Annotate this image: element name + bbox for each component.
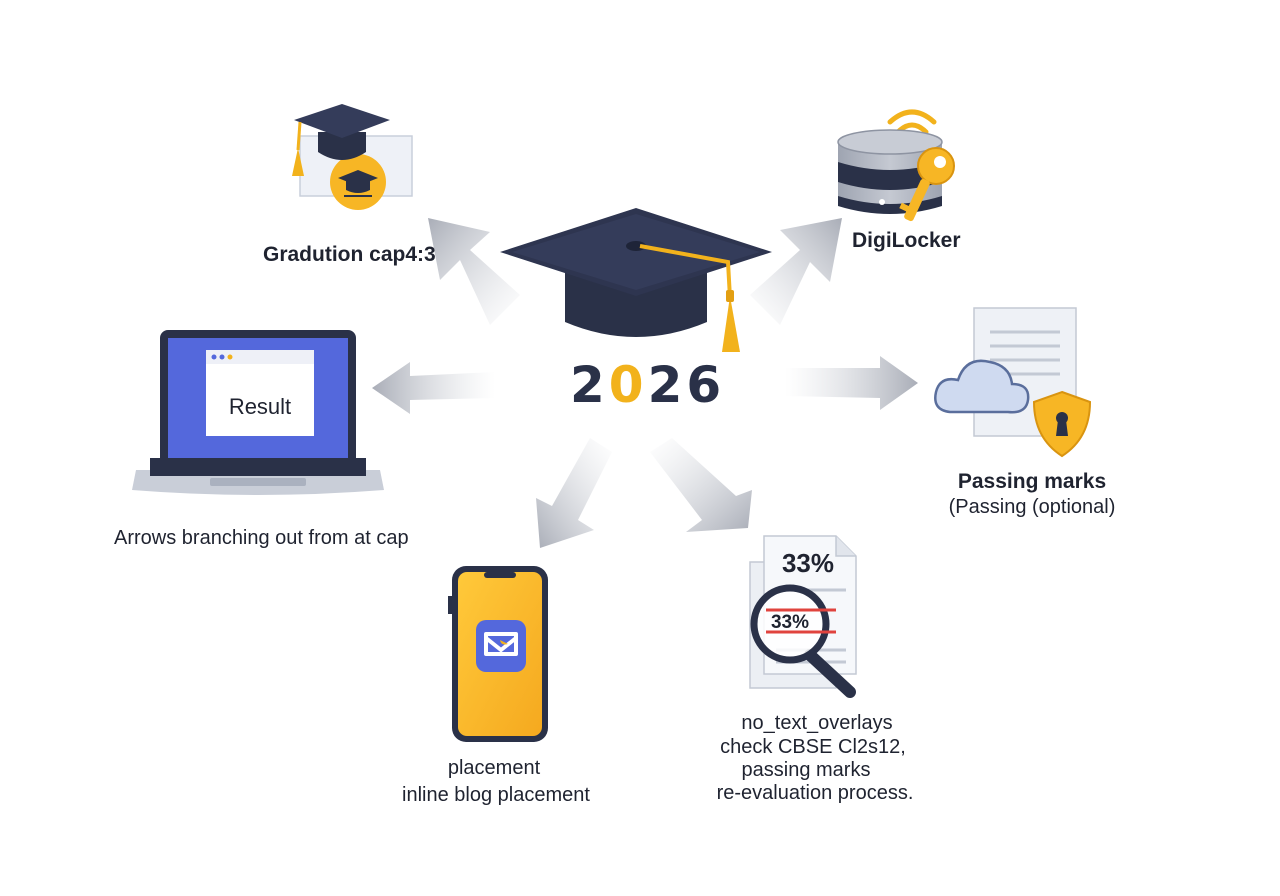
laptop-icon [132, 330, 384, 495]
label-bottom-right-1: no_text_overlays [741, 712, 893, 734]
label-top-left: Gradution cap4:3 [263, 243, 436, 266]
arrow-right [785, 356, 918, 410]
label-bottom-right-2: check CBSE Cl2s12, [720, 736, 906, 758]
document-percent-top: 33% [782, 548, 834, 578]
arrow-up-left [428, 218, 520, 325]
label-right-subtitle: (Passing (optional) [948, 496, 1116, 518]
database-key-icon [837, 109, 955, 222]
year-suffix: 26 [647, 356, 726, 414]
laptop-screen-label: Result [229, 394, 291, 419]
graduation-cap-certificate-icon [292, 104, 413, 210]
arrow-left [372, 362, 495, 414]
label-bottom-left-2: inline blog placement [402, 784, 590, 806]
label-top-right: DigiLocker [852, 229, 961, 252]
label-left-arrows: Arrows branching out from at cap [114, 527, 409, 549]
label-bottom-left-1: placement [447, 757, 541, 779]
arrow-up-right [750, 218, 842, 325]
year-accent-digit: 0 [608, 356, 648, 414]
year-prefix: 2 [570, 356, 609, 414]
smartphone-app-icon [448, 566, 548, 742]
arrow-down-right [650, 438, 752, 532]
document-percent-lens: 33% [771, 612, 809, 633]
center-year: 2026 [570, 356, 725, 414]
document-magnifier-icon [749, 535, 857, 698]
label-bottom-right-4: re-evaluation process. [716, 782, 914, 804]
graduation-cap-icon [500, 208, 772, 352]
label-right-title: Passing marks [957, 470, 1107, 493]
arrow-down-left [536, 438, 612, 548]
cloud-shield-document-icon [934, 307, 1092, 458]
label-bottom-right-3: passing marks [741, 759, 871, 781]
